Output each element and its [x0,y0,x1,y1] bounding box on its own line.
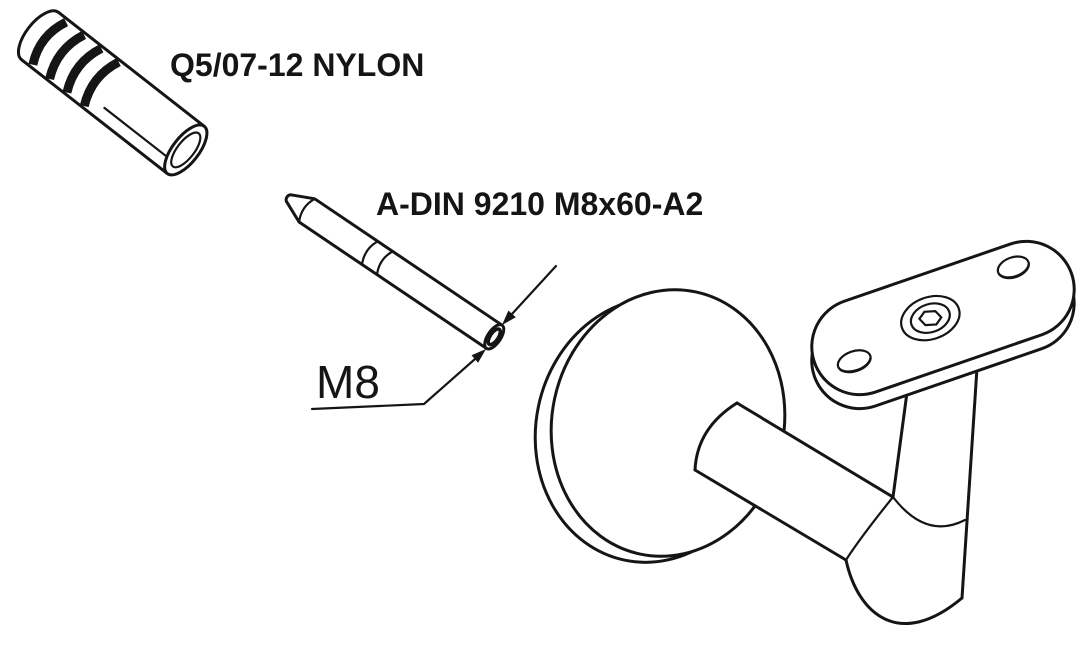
plug-fin [28,18,69,66]
elbow-seam-post [891,495,967,528]
center-screw-hex-socket [917,309,943,327]
thread-dimension-label: M8 [316,356,380,408]
plug-fin [62,44,104,94]
dimension-arrow-line-upper [510,264,558,316]
saddle-screw-hole-left-depth [838,356,872,373]
saddle-screw-hole-right-depth [998,263,1030,279]
dimension-leader-line [310,357,477,411]
post-right-edge [960,366,979,600]
stud-thread-start-arc [375,250,394,276]
dimension-arrowhead-lower [471,349,486,363]
dimension-arrowhead-upper [502,310,516,325]
post-left-edge [891,383,910,499]
stud-end-thread-ring [486,327,503,347]
plug-fin [45,30,87,81]
thread-dimension: M8 [310,264,558,411]
bracket-arm-body [695,368,977,624]
stud-label: A-DIN 9210 M8x60-A2 [376,186,703,222]
stud-thread-runout-arc [360,240,379,266]
plug-mouth-inner [170,131,202,169]
plug-slit [103,106,175,164]
elbow-seam-arm [844,495,895,562]
wall-plug-label: Q5/07-12 NYLON [170,47,424,83]
stud-tip-arc [297,197,316,224]
plug-fin [79,57,121,108]
handrail-bracket [533,239,1076,625]
nylon-wall-plug [17,9,209,177]
elbow-outer-curve [844,558,964,625]
arm-bottom-edge [693,468,848,562]
threaded-stud [284,193,506,351]
plug-mouth-outer [163,123,209,177]
saddle-plate [810,239,1076,411]
arm-root-arc [693,401,739,472]
arm-top-edge [735,401,895,499]
